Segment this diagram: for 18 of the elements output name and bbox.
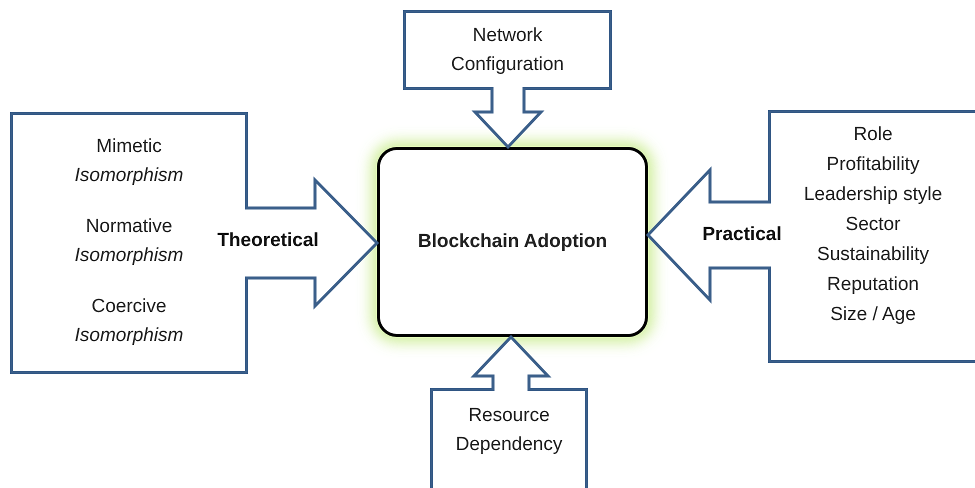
node-text: Size / Age <box>830 303 916 327</box>
node-text: Profitability <box>826 153 920 177</box>
node-text: Sustainability <box>817 243 929 267</box>
text-box <box>430 388 588 488</box>
node-text: Coercive Isomorphism <box>74 295 184 348</box>
block-arrow <box>472 86 544 150</box>
node-text: Network Configuration <box>450 24 566 77</box>
text-box <box>403 10 612 90</box>
node-text: Reputation <box>827 273 919 297</box>
node-text: Leadership style <box>804 183 942 207</box>
node-text: Role <box>853 123 893 147</box>
node-text: Sector <box>846 213 900 237</box>
node-text: Normative Isomorphism <box>74 215 184 268</box>
rounded-box <box>377 147 648 337</box>
block-arrow <box>470 334 552 392</box>
node-text: Resource Dependency <box>454 404 564 457</box>
node-text: Mimetic Isomorphism <box>74 135 184 188</box>
node-title: Blockchain Adoption <box>418 230 608 254</box>
